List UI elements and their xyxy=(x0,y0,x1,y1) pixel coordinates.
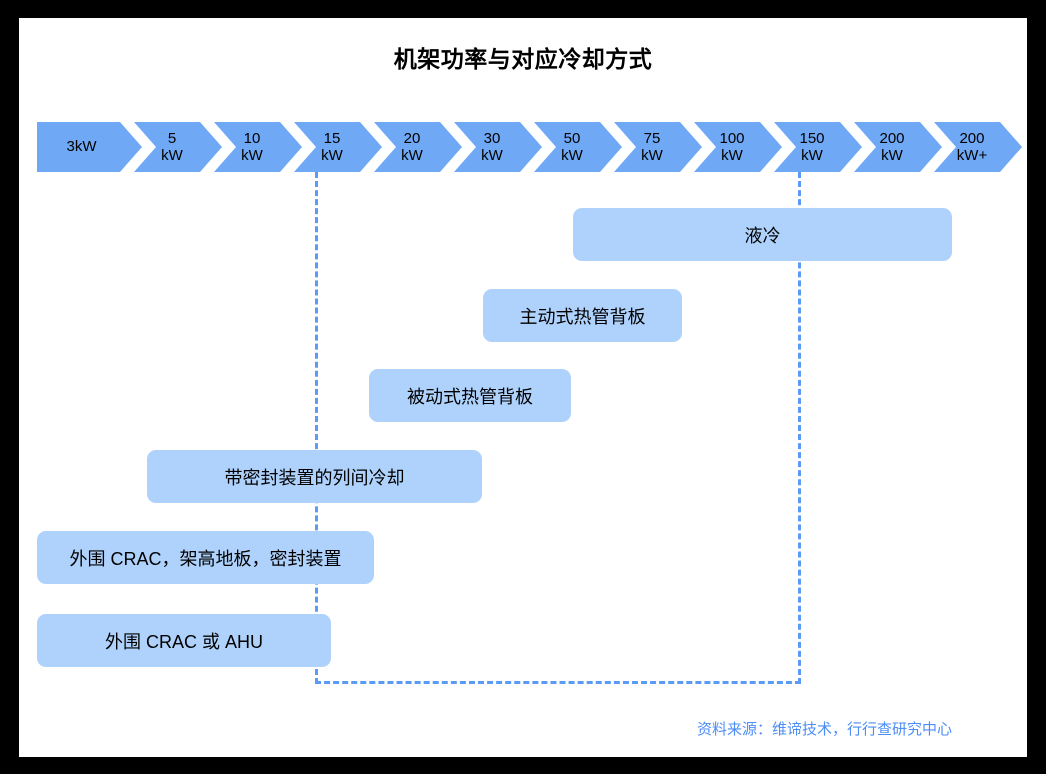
cooling-bar-label: 带密封装置的列间冷却 xyxy=(224,467,405,488)
scale-step-label: 200 kW+ xyxy=(956,129,988,164)
scale-step-100kw[interactable]: 100 kW xyxy=(694,122,782,172)
scale-step-label: 30 kW xyxy=(481,129,503,164)
scale-step-200kw-plus[interactable]: 200 kW+ xyxy=(934,122,1022,172)
scale-step-5kw[interactable]: 5 kW xyxy=(134,122,222,172)
cooling-bar-label: 外围 CRAC 或 AHU xyxy=(104,631,263,652)
scale-step-label: 20 kW xyxy=(401,129,423,164)
rack-power-scale: 3kW 5 kW 10 kW 15 kW 20 kW 30 kW 50 kW 7… xyxy=(37,122,1021,172)
cooling-bar-liquid-cooling[interactable]: 液冷 xyxy=(573,208,952,261)
scale-step-label: 75 kW xyxy=(641,129,663,164)
cooling-bar-active-heat-pipe-backplane[interactable]: 主动式热管背板 xyxy=(483,289,682,342)
cooling-bar-label: 外围 CRAC，架高地板，密封装置 xyxy=(69,548,342,569)
cooling-bar-label: 液冷 xyxy=(744,225,781,246)
scale-step-label: 3kW xyxy=(66,138,97,156)
cooling-bar-label: 被动式热管背板 xyxy=(407,386,533,407)
scale-step-200kw[interactable]: 200 kW xyxy=(854,122,942,172)
cooling-bar-perimeter-crac-or-ahu[interactable]: 外围 CRAC 或 AHU xyxy=(37,614,331,667)
scale-step-75kw[interactable]: 75 kW xyxy=(614,122,702,172)
focus-range-outline xyxy=(315,172,801,684)
scale-step-150kw[interactable]: 150 kW xyxy=(774,122,862,172)
cooling-bar-label: 主动式热管背板 xyxy=(519,306,646,327)
scale-step-label: 200 kW xyxy=(879,129,905,164)
scale-step-10kw[interactable]: 10 kW xyxy=(214,122,302,172)
cooling-bar-passive-heat-pipe-backplane[interactable]: 被动式热管背板 xyxy=(369,369,571,422)
scale-step-label: 50 kW xyxy=(561,129,583,164)
scale-step-30kw[interactable]: 30 kW xyxy=(454,122,542,172)
scale-step-3kw[interactable]: 3kW xyxy=(37,122,142,172)
page-title: 机架功率与对应冷却方式 xyxy=(393,46,653,72)
scale-step-label: 15 kW xyxy=(321,129,343,164)
scale-step-label: 10 kW xyxy=(241,129,263,164)
diagram-canvas: 机架功率与对应冷却方式 3kW 5 kW 10 kW 15 kW 20 kW 3… xyxy=(19,18,1027,757)
cooling-bar-perimeter-crac-raised-floor-containment[interactable]: 外围 CRAC，架高地板，密封装置 xyxy=(37,531,374,584)
scale-step-label: 100 kW xyxy=(719,129,745,164)
scale-step-20kw[interactable]: 20 kW xyxy=(374,122,462,172)
scale-step-label: 5 kW xyxy=(161,129,183,164)
source-note: 资料来源：维谛技术，行行查研究中心 xyxy=(696,721,952,738)
scale-step-15kw[interactable]: 15 kW xyxy=(294,122,382,172)
scale-step-50kw[interactable]: 50 kW xyxy=(534,122,622,172)
cooling-bar-in-row-cooling-with-containment[interactable]: 带密封装置的列间冷却 xyxy=(147,450,482,503)
scale-step-label: 150 kW xyxy=(799,129,825,164)
